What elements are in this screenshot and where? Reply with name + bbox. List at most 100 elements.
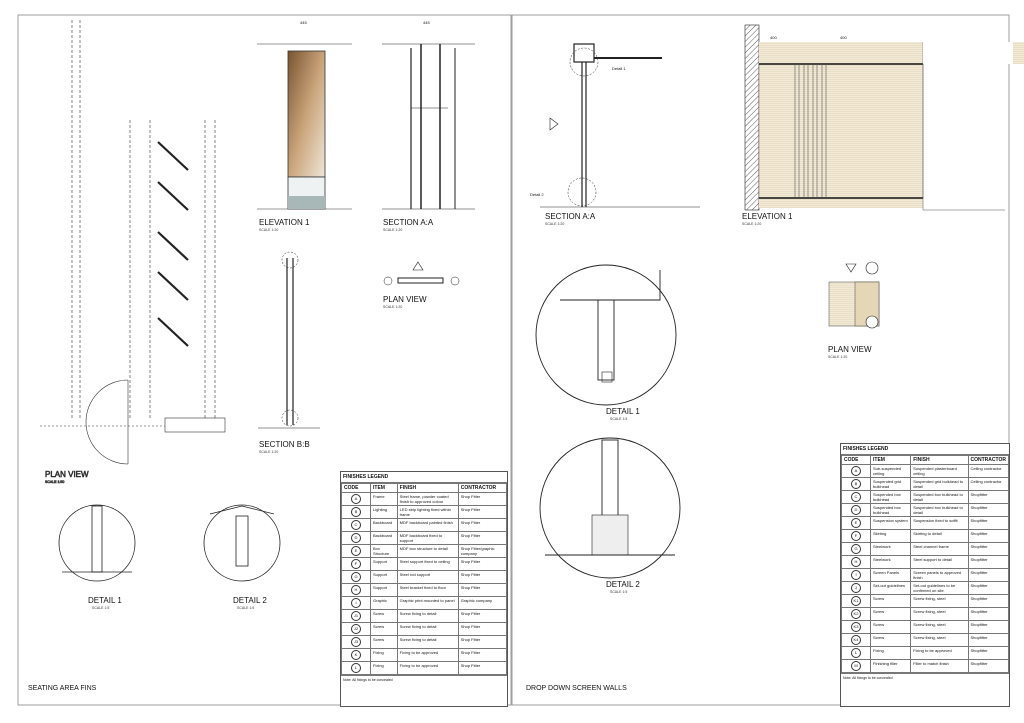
legend-contractor: Graphic company — [457, 596, 508, 610]
legend-finish: Fixing to be approved — [396, 648, 459, 662]
legend-code: I — [841, 568, 871, 582]
legend-code: L — [841, 646, 871, 660]
legend-item: Screw — [869, 620, 912, 634]
legend-finish: Fixing to be approved — [396, 661, 459, 675]
legend-contractor: Shop Fitter — [457, 492, 508, 506]
section-bb-title: SECTION B:B — [259, 440, 310, 449]
code-badge: K2 — [851, 609, 861, 619]
legend-finish: Screen panels to approved finish — [910, 568, 969, 582]
legend-finish: Steel channel frame — [910, 542, 969, 556]
legend-finish: Set-out guidelines to be confirmed on si… — [910, 581, 969, 595]
col-finish: FINISH — [910, 455, 969, 465]
legend-finish: LED strip lighting fixed within frame — [396, 505, 459, 519]
legend-item: Frame — [370, 492, 398, 506]
legend-code: C — [841, 490, 871, 504]
legend-finish: Steel support fixed to ceiling — [396, 557, 459, 571]
legend-code: A — [341, 492, 371, 506]
col-item: ITEM — [869, 455, 912, 465]
legend-code: H — [841, 555, 871, 569]
code-badge: C — [851, 492, 861, 502]
left-finishes-legend: FINISHES LEGEND CODE ITEM FINISH CONTRAC… — [340, 471, 508, 707]
legend-contractor: Ceiling contractor — [967, 464, 1010, 478]
legend-code: J3 — [341, 635, 371, 649]
detail-1-scale: SCALE 1:5 — [92, 606, 109, 610]
legend-code: E — [341, 544, 371, 558]
legend-item: Finishing filler — [869, 659, 912, 673]
legend-item: Screw — [869, 594, 912, 608]
left-elevation-1: 445 ELEVATION 1 SCALE 1:20 — [257, 20, 352, 232]
code-badge: J1 — [351, 611, 361, 621]
code-badge: F — [351, 559, 361, 569]
left-sheet-border — [17, 14, 512, 706]
legend-code: E — [841, 516, 871, 530]
code-badge: C — [351, 520, 361, 530]
legend-finish: MDF backboard fixed to support — [396, 531, 459, 545]
legend-contractor: Shop Fitter — [457, 518, 508, 532]
legend-finish: MDF box structure to detail — [396, 544, 459, 558]
code-badge: B — [851, 479, 861, 489]
legend-contractor: Shopfitter — [967, 633, 1010, 647]
legend-code: G — [841, 542, 871, 556]
right-elevation-1: 400 400 ELEVATION 1 SCALE 1:20 — [742, 24, 1024, 226]
code-badge: L — [351, 663, 361, 673]
legend-code: F — [841, 529, 871, 543]
legend-code: J1 — [341, 609, 371, 623]
left-section-aa: 445 SECTION A:A SCALE 1:20 — [382, 20, 475, 232]
right-plan-view-title: PLAN VIEW — [828, 345, 872, 354]
legend-code: F — [341, 557, 371, 571]
section-bb-scale: SCALE 1:20 — [259, 450, 278, 454]
code-badge: F — [851, 531, 861, 541]
col-finish: FINISH — [396, 483, 459, 493]
right-sheet-title: DROP DOWN SCREEN WALLS — [526, 685, 627, 692]
legend-contractor: Shop Fitter — [457, 557, 508, 571]
graphic-panel — [287, 50, 326, 178]
legend-code: L — [341, 661, 371, 675]
legend-title: FINISHES LEGEND — [341, 472, 507, 483]
code-badge: K — [351, 650, 361, 660]
code-badge: M — [851, 661, 861, 671]
code-badge: H — [851, 557, 861, 567]
legend-item: Screw — [869, 633, 912, 647]
col-code: CODE — [841, 455, 871, 465]
legend-code: H — [341, 583, 371, 597]
legend-item: Steelwork — [869, 555, 912, 569]
legend-item: Suspension system — [869, 516, 912, 530]
legend-code: I — [341, 596, 371, 610]
legend-item: Screw — [370, 622, 398, 636]
legend-item: Support — [370, 583, 398, 597]
legend-code: D — [341, 531, 371, 545]
legend-contractor: Shopfitter — [967, 620, 1010, 634]
right-sheet-border — [511, 14, 1010, 706]
right-detail-2: DETAIL 2 SCALE 1:5 — [539, 437, 681, 594]
legend-finish: Suspended plasterboard ceiling — [910, 464, 969, 478]
legend-finish: Suspension fixed to soffit — [910, 516, 969, 530]
legend-contractor: Shop Fitter — [457, 648, 508, 662]
code-badge: K1 — [851, 596, 861, 606]
legend-code: J — [841, 581, 871, 595]
section-aa-scale: SCALE 1:20 — [383, 228, 402, 232]
right-detail-1-title: DETAIL 1 — [606, 407, 640, 416]
code-badge: J — [851, 583, 861, 593]
legend-item: Lighting — [370, 505, 398, 519]
legend-finish: Steel bracket fixed to floor — [396, 583, 459, 597]
code-badge: I — [351, 598, 361, 608]
code-badge: G — [851, 544, 861, 554]
legend-code: K2 — [841, 607, 871, 621]
legend-contractor: Shop Fitter — [457, 570, 508, 584]
